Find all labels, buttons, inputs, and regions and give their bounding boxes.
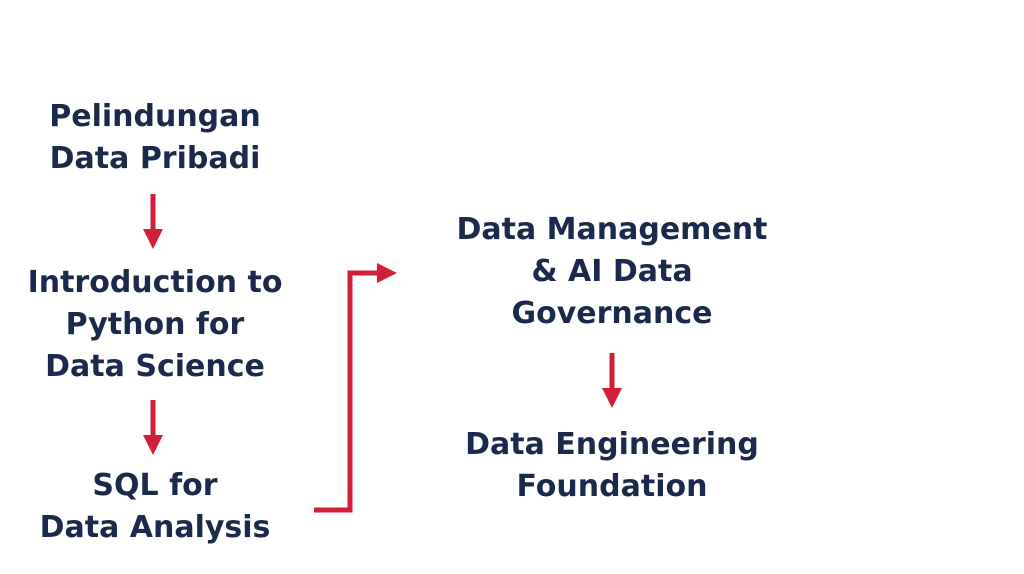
node-line: Data Engineering xyxy=(465,427,759,462)
node-line: Governance xyxy=(511,296,713,331)
node-line: Data Science xyxy=(45,349,265,384)
node-line: & AI Data xyxy=(531,254,693,289)
arrow-n3-to-n4 xyxy=(314,263,397,513)
node-data-engineering-foundation: Data Engineering Foundation xyxy=(412,424,812,508)
node-line: Python for xyxy=(65,307,245,342)
node-line: Data Pribadi xyxy=(49,141,261,176)
node-line: Data Management xyxy=(456,212,768,247)
node-line: SQL for xyxy=(92,468,218,503)
node-line: Pelindungan xyxy=(49,99,261,134)
node-pelindungan-data-pribadi: Pelindungan Data Pribadi xyxy=(0,96,310,180)
node-line: Data Analysis xyxy=(39,510,271,545)
node-sql-data-analysis: SQL for Data Analysis xyxy=(0,465,310,549)
node-data-management-governance: Data Management & AI Data Governance xyxy=(412,209,812,335)
node-line: Introduction to xyxy=(27,265,283,300)
node-line: Foundation xyxy=(516,469,708,504)
node-intro-python: Introduction to Python for Data Science xyxy=(0,262,310,388)
